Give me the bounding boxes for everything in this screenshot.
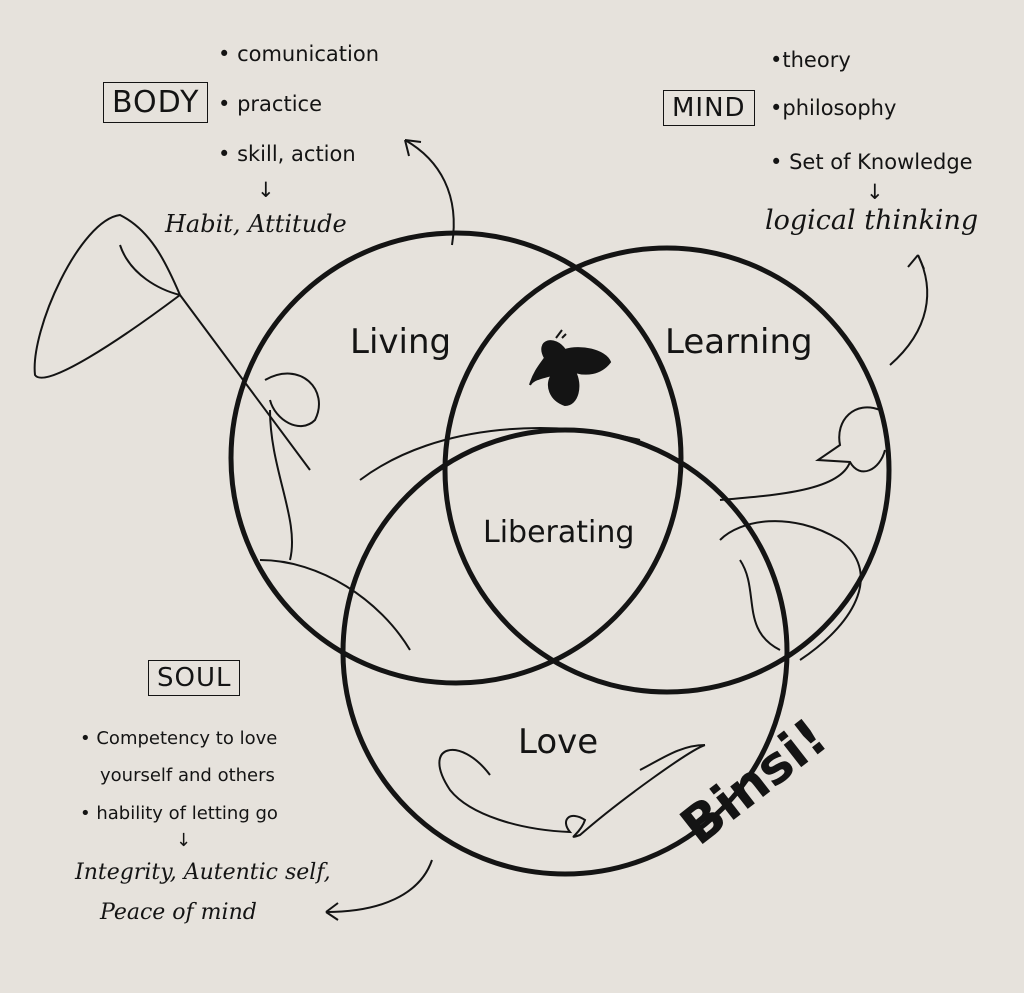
soul-arrow-head <box>325 902 339 921</box>
mind-arrow-head <box>907 254 925 270</box>
mind-item: •theory <box>770 48 851 72</box>
living-circle <box>228 230 684 686</box>
body-result: Habit, Attitude <box>165 210 347 238</box>
label-learning: Learning <box>665 322 813 362</box>
love-circle <box>340 427 790 877</box>
mind-arrow-down: ↓ <box>866 180 884 204</box>
mind-arrow <box>889 254 929 366</box>
soul-title: SOUL <box>148 660 241 696</box>
soul-item: • Competency to love <box>80 728 278 749</box>
learning-circle <box>442 245 892 695</box>
butterfly-icon <box>529 329 612 407</box>
label-love: Love <box>518 722 599 762</box>
mind-item: • Set of Knowledge <box>770 150 973 174</box>
heart-icon <box>438 744 706 838</box>
mind-title: MIND <box>663 90 755 126</box>
butterfly-net-icon <box>33 213 311 471</box>
body-title: BODY <box>103 82 209 123</box>
soul-item: • hability of letting go <box>80 803 278 824</box>
mind-result: logical thinking <box>765 205 979 236</box>
label-liberating: Liberating <box>483 515 635 550</box>
soul-result-1: Integrity, Autentic self, <box>75 860 331 885</box>
figure-right-sketch <box>719 406 886 661</box>
body-item: • comunication <box>218 42 380 66</box>
soul-item: yourself and others <box>100 765 275 786</box>
soul-arrow-down: ↓ <box>176 830 192 851</box>
body-arrow-head <box>404 139 422 157</box>
soul-result-2: Peace of mind <box>100 900 257 925</box>
body-item: • skill, action <box>218 142 356 166</box>
mind-item: •philosophy <box>770 96 897 120</box>
figure-left-sketch <box>259 372 411 651</box>
body-arrow <box>404 139 455 246</box>
body-item: • practice <box>218 92 322 116</box>
body-arrow-down: ↓ <box>257 178 275 202</box>
soul-arrow <box>325 859 433 913</box>
label-living: Living <box>350 322 452 362</box>
center-stroke <box>359 427 641 481</box>
